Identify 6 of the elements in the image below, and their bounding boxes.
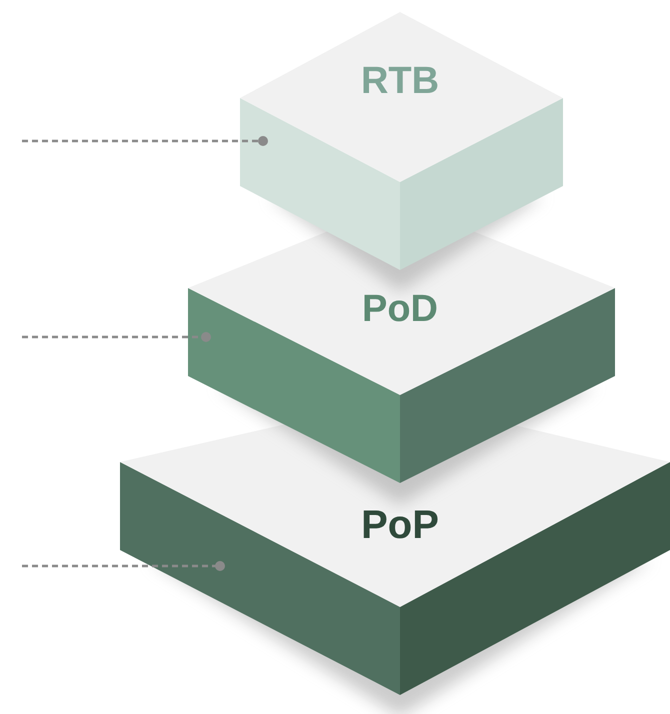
leader-line — [22, 136, 268, 146]
leader-line — [22, 561, 225, 571]
leader-line — [22, 332, 211, 342]
block-label: RTB — [360, 62, 440, 100]
block-label: PoD — [362, 290, 438, 328]
block-label: PoP — [361, 505, 439, 545]
